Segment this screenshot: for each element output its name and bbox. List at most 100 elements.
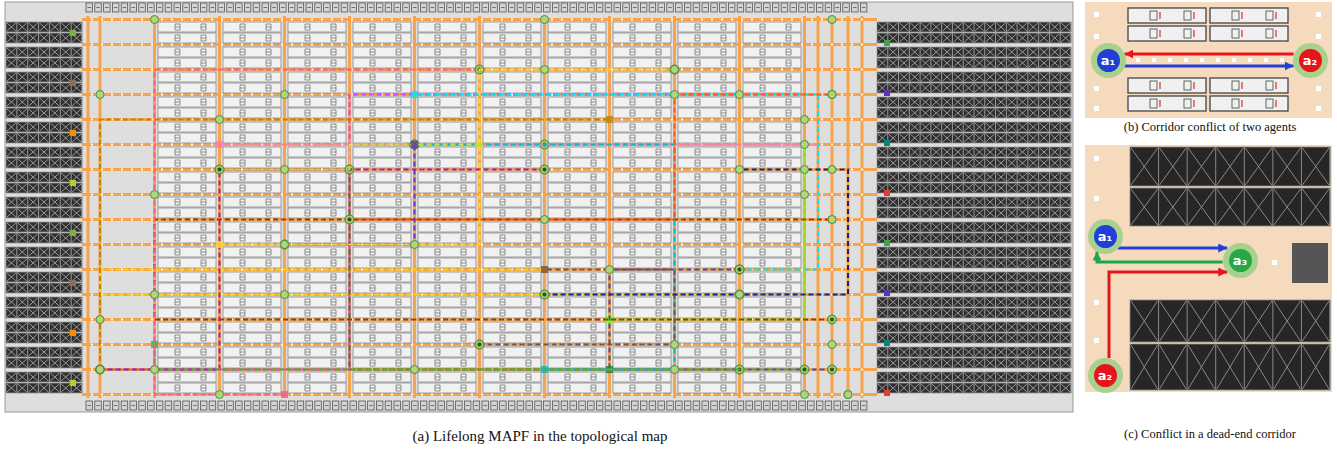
shelf <box>548 272 606 282</box>
waypoint <box>861 19 863 21</box>
station-mark <box>765 405 769 406</box>
shelf-icon <box>370 335 401 341</box>
shelf-icon <box>240 324 271 330</box>
shelf <box>613 47 671 57</box>
shelf <box>743 308 801 318</box>
shelf <box>743 197 801 207</box>
waypoint <box>271 219 273 221</box>
pick-station <box>884 90 890 96</box>
station-icon <box>500 401 507 410</box>
waypoint <box>531 69 533 71</box>
pick-station <box>70 80 76 86</box>
shelf <box>483 72 541 82</box>
shelf <box>288 33 346 43</box>
waypoint <box>561 19 563 21</box>
pick-station <box>884 240 890 246</box>
shelf-icon <box>695 124 726 130</box>
waypoint <box>271 19 273 21</box>
station-icon <box>297 3 304 12</box>
shelf <box>483 222 541 232</box>
waypoint <box>591 194 593 196</box>
shelf-icon <box>175 324 206 330</box>
waypoint <box>191 194 193 196</box>
shelf-icon <box>630 310 661 316</box>
shelf <box>223 133 281 143</box>
station-icon <box>376 3 383 12</box>
waypoint <box>421 44 423 46</box>
waypoint <box>151 144 153 146</box>
shelf <box>548 322 606 332</box>
shelf-icon <box>760 35 791 41</box>
waypoint <box>341 194 343 196</box>
station-icon <box>517 401 524 410</box>
waypoint <box>121 219 123 221</box>
shelf-icon <box>760 24 791 30</box>
pick-station <box>884 390 890 396</box>
shelf-icon <box>630 360 661 366</box>
shelf <box>678 108 736 118</box>
shelf <box>613 383 671 393</box>
station-icon <box>368 3 375 12</box>
grid-edge <box>861 16 864 398</box>
rack-cross <box>878 322 1071 332</box>
shelf-icon <box>630 199 661 205</box>
waypoint <box>841 219 843 221</box>
station-icon <box>772 401 779 410</box>
shelf <box>288 147 346 157</box>
shelf <box>613 322 671 332</box>
station-icon <box>456 401 463 410</box>
station-icon <box>632 3 639 12</box>
shelf <box>743 172 801 182</box>
waypoint <box>731 119 733 121</box>
waypoint <box>521 269 523 271</box>
station-mark <box>783 7 787 8</box>
shelf <box>158 147 216 157</box>
shelf-icon <box>630 185 661 191</box>
station-icon <box>236 401 243 410</box>
waypoint <box>121 144 123 146</box>
station-icon <box>156 3 163 12</box>
waypoint <box>661 19 663 21</box>
shelf-icon <box>695 35 726 41</box>
rack-block <box>877 133 1071 143</box>
station-mark <box>510 405 514 406</box>
shelf <box>288 233 346 243</box>
station-mark <box>237 405 241 406</box>
station-mark <box>624 7 628 8</box>
waypoint <box>531 194 533 196</box>
shelf <box>678 122 736 132</box>
rack-cross <box>878 33 1071 43</box>
station-mark <box>853 405 857 406</box>
shelf-icon <box>240 99 271 105</box>
station-icon <box>192 3 199 12</box>
station-icon <box>253 3 260 12</box>
station-icon <box>755 3 762 12</box>
waypoint <box>111 144 113 146</box>
shelf <box>743 233 801 243</box>
shelf <box>743 133 801 143</box>
station-icon <box>464 401 471 410</box>
shelf <box>158 172 216 182</box>
shelf <box>158 133 216 143</box>
station-mark <box>466 405 470 406</box>
waypoint <box>721 119 723 121</box>
waypoint <box>131 44 133 46</box>
waypoint <box>141 19 143 21</box>
waypoint <box>541 44 543 46</box>
shelf <box>353 233 411 243</box>
rack-cross <box>878 258 1071 268</box>
shelf <box>223 172 281 182</box>
shelf-icon <box>305 85 336 91</box>
shelf <box>483 133 541 143</box>
station-icon <box>95 401 102 410</box>
waypoint <box>411 44 413 46</box>
shelf-icon <box>370 224 401 230</box>
shelf-icon <box>370 174 401 180</box>
waypoint <box>271 194 273 196</box>
station-icon <box>447 3 454 12</box>
station-icon <box>227 401 234 410</box>
waypoint <box>571 244 573 246</box>
waypoint <box>161 94 163 96</box>
shelf <box>548 383 606 393</box>
